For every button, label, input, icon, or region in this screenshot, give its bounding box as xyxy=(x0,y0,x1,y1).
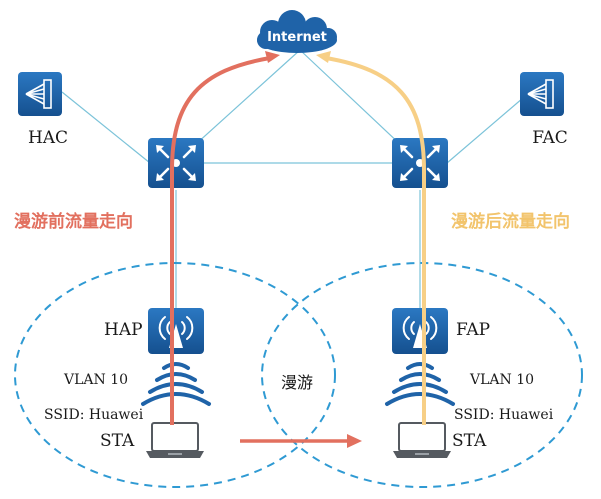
left-coverage-area xyxy=(14,262,336,488)
fap-access-point-icon xyxy=(392,308,448,354)
fac-controller-icon xyxy=(520,72,564,116)
hac-controller-icon xyxy=(18,72,62,116)
fap-label: FAP xyxy=(456,320,490,340)
roaming-label: 漫游 xyxy=(281,373,313,392)
network-links xyxy=(61,49,531,308)
internet-label: Internet xyxy=(267,30,327,45)
left-wifi-signal-icon xyxy=(141,362,211,406)
left-ssid-label: SSID: Huawei xyxy=(44,407,144,423)
link-fac-right-switch xyxy=(446,91,531,164)
right-vlan-label: VLAN 10 xyxy=(469,372,534,388)
right-laptop-icon xyxy=(393,422,451,458)
hap-access-point-icon xyxy=(148,308,204,354)
right-ssid-label: SSID: Huawei xyxy=(454,407,554,423)
flow-after-roaming-arrow xyxy=(316,51,426,425)
right-sta-label: STA xyxy=(452,431,487,451)
link-hac-left-switch xyxy=(61,91,151,164)
left-sta-label: STA xyxy=(100,431,135,451)
flow-before-label: 漫游前流量走向 xyxy=(14,211,133,232)
roaming-arrow xyxy=(240,434,362,448)
right-switch-icon xyxy=(392,138,448,188)
fac-label: FAC xyxy=(532,128,568,148)
left-laptop-icon xyxy=(146,422,204,458)
flow-before-roaming-arrow xyxy=(170,51,280,425)
internet-cloud-icon: Internet xyxy=(257,10,337,53)
hap-label: HAP xyxy=(104,320,143,340)
left-switch-icon xyxy=(148,138,204,188)
right-wifi-signal-icon xyxy=(385,362,455,406)
left-vlan-label: VLAN 10 xyxy=(63,372,128,388)
hac-label: HAC xyxy=(28,128,68,148)
flow-after-label: 漫游后流量走向 xyxy=(451,211,570,232)
